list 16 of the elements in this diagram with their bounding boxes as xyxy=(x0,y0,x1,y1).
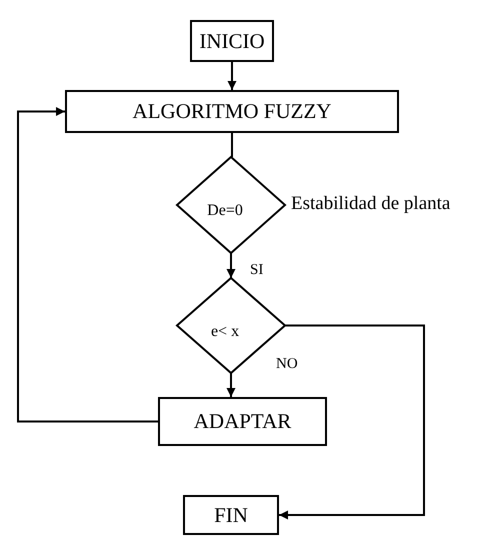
node-label: De=0 xyxy=(207,202,243,220)
process-box xyxy=(65,90,399,133)
node-label: INICIO xyxy=(199,28,265,54)
node-label: FIN xyxy=(214,502,248,528)
side-note: Estabilidad de planta xyxy=(291,193,450,215)
process-box xyxy=(158,397,327,446)
node-label: ADAPTAR xyxy=(194,409,292,434)
node-label: ALGORITMO FUZZY xyxy=(132,99,332,124)
arrow xyxy=(226,253,236,278)
process-box xyxy=(190,20,274,62)
arrow xyxy=(228,62,236,90)
arrow xyxy=(17,107,158,422)
arrow xyxy=(279,324,425,520)
process-box xyxy=(183,495,279,535)
node-label: e< x xyxy=(210,322,240,340)
arrow xyxy=(226,373,236,397)
